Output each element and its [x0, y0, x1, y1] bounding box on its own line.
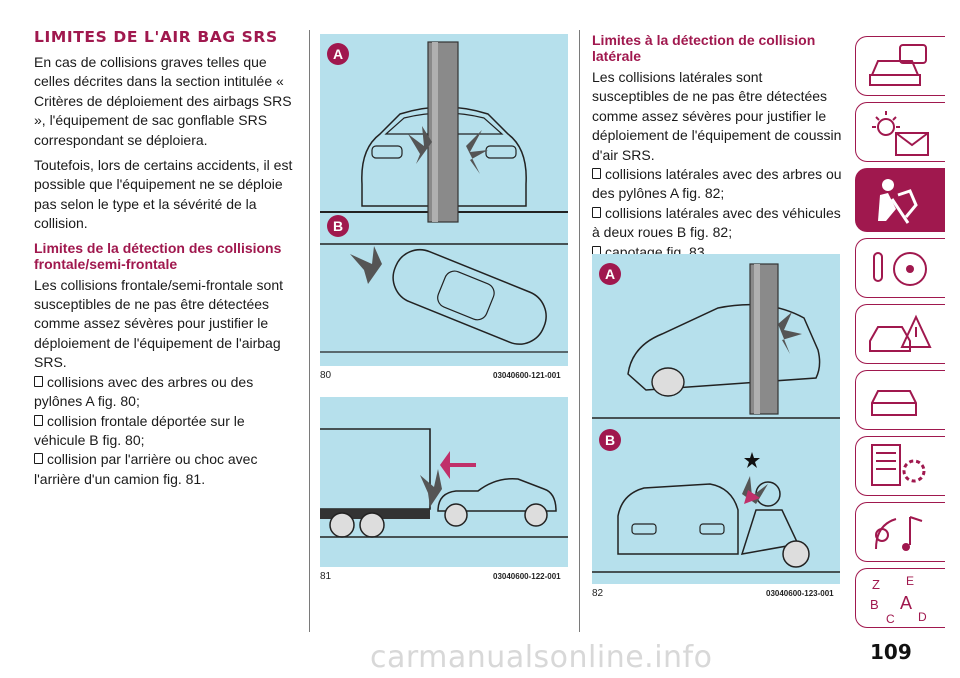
- car-service-icon: [871, 390, 917, 416]
- checkbox-bullet-icon: [34, 453, 43, 465]
- nav-tab-index[interactable]: Z E B A C D: [855, 568, 945, 628]
- section-title: LIMITES DE L'AIR BAG SRS: [34, 28, 278, 46]
- pole-highlight: [432, 42, 438, 222]
- label-a-badge: [599, 263, 621, 285]
- car-headlight: [371, 145, 403, 159]
- steering-key-icon: [873, 252, 927, 286]
- nav-tab-warning-lights[interactable]: [855, 102, 945, 162]
- label-b-badge: [327, 215, 349, 237]
- bullet-item: collision par l'arrière ou choc avec l'a…: [34, 451, 258, 487]
- truck-outline: [320, 428, 431, 510]
- svg-text:E: E: [906, 574, 914, 588]
- label-a-badge: [327, 43, 349, 65]
- figure-80: A B: [320, 34, 568, 366]
- impact-burst: [420, 469, 442, 507]
- impact-burst: [466, 130, 488, 174]
- frontal-paragraph: Les collisions frontale/semi-frontale so…: [34, 276, 284, 371]
- svg-text:D: D: [918, 610, 927, 624]
- figure-code: 03040600-123-001: [766, 589, 834, 598]
- car-wheel: [524, 503, 548, 527]
- direction-arrow: [440, 451, 476, 479]
- car-cabin: [437, 270, 495, 321]
- emergency-icon: [869, 314, 932, 352]
- pole-highlight: [754, 264, 760, 414]
- nav-tab-service[interactable]: [855, 370, 945, 430]
- nav-tab-airbag[interactable]: [855, 168, 945, 232]
- settings-list-icon: [871, 444, 926, 486]
- svg-text:A: A: [900, 593, 912, 613]
- figure-81: [320, 397, 568, 567]
- impact-highlight: [744, 490, 760, 504]
- car-wheel: [444, 503, 468, 527]
- label-b: B: [605, 432, 615, 448]
- figure-81-illustration: [320, 428, 568, 538]
- label-a: A: [333, 46, 343, 62]
- nav-tab-multimedia[interactable]: [855, 502, 945, 562]
- star-icon: [744, 452, 760, 468]
- airbag-seat-icon: [878, 179, 918, 224]
- lateral-paragraph: Les collisions latérales sont susceptibl…: [592, 69, 842, 163]
- bullet-item: collisions avec des arbres ou des pylône…: [34, 373, 254, 410]
- figure-number: 82: [592, 588, 604, 599]
- figure-code: 03040600-121-001: [493, 371, 561, 380]
- figure-80-illustration: A B: [320, 41, 568, 353]
- label-b-badge: [599, 429, 621, 451]
- intro-paragraph: En cas de collisions graves telles que c…: [34, 54, 292, 148]
- bullet-item: collisions latérales avec des véhicules …: [592, 204, 841, 241]
- lateral-subtitle: Limites à la détection de collision laté…: [592, 32, 816, 64]
- car-headlight: [485, 145, 517, 159]
- truck-wheel: [359, 512, 385, 538]
- impact-burst: [778, 312, 802, 354]
- figure-number: 81: [320, 571, 332, 582]
- truck-wheel: [329, 512, 355, 538]
- warning-lights-icon: [872, 111, 929, 156]
- label-b: B: [333, 218, 343, 234]
- figure-82: A B: [592, 254, 840, 584]
- nav-tab-starting[interactable]: [855, 238, 945, 298]
- figure-code: 03040600-122-001: [493, 572, 561, 581]
- checkbox-bullet-icon: [34, 375, 43, 387]
- label-a: A: [605, 266, 615, 282]
- car-dashboard-icon: [869, 44, 927, 86]
- left-column: LIMITES DE L'AIR BAG SRS En cas de colli…: [34, 28, 298, 489]
- impact-burst: [350, 246, 382, 284]
- nav-tab-dashboard[interactable]: [855, 36, 945, 96]
- svg-text:Z: Z: [872, 577, 880, 592]
- column-divider: [309, 30, 310, 632]
- car-headlight: [699, 523, 725, 535]
- watermark: carmanualsonline.info: [370, 640, 713, 675]
- frontal-subtitle: Limites de la détection des collisions f…: [34, 239, 282, 272]
- car-headlight: [631, 523, 657, 535]
- multimedia-icon: [875, 516, 923, 551]
- car-front-outline: [617, 483, 739, 555]
- svg-text:C: C: [886, 612, 895, 626]
- car-side-outline: [437, 478, 557, 512]
- car-wheel: [651, 367, 685, 397]
- page-number: 109: [870, 640, 912, 664]
- car-top-view: [392, 249, 547, 345]
- nav-tab-specifications[interactable]: [855, 436, 945, 496]
- motorcycle-wheel: [782, 540, 810, 568]
- impact-burst: [408, 126, 432, 164]
- checkbox-bullet-icon: [592, 168, 601, 180]
- bullet-item: collisions latérales avec des arbres ou …: [592, 166, 842, 202]
- column-divider: [579, 30, 580, 632]
- checkbox-bullet-icon: [592, 206, 601, 218]
- checkbox-bullet-icon: [34, 414, 43, 426]
- alphabet-index-icon: Z E B A C D: [870, 574, 927, 626]
- figure-82-illustration: A B: [592, 263, 840, 573]
- svg-text:B: B: [870, 597, 879, 612]
- bullet-item: collision frontale déportée sur le véhic…: [34, 412, 245, 448]
- figure-number: 80: [320, 370, 332, 381]
- caveat-paragraph: Toutefois, lors de certains accidents, i…: [34, 157, 293, 232]
- nav-tab-emergency[interactable]: [855, 304, 945, 364]
- right-column: Limites à la détection de collision laté…: [592, 30, 842, 262]
